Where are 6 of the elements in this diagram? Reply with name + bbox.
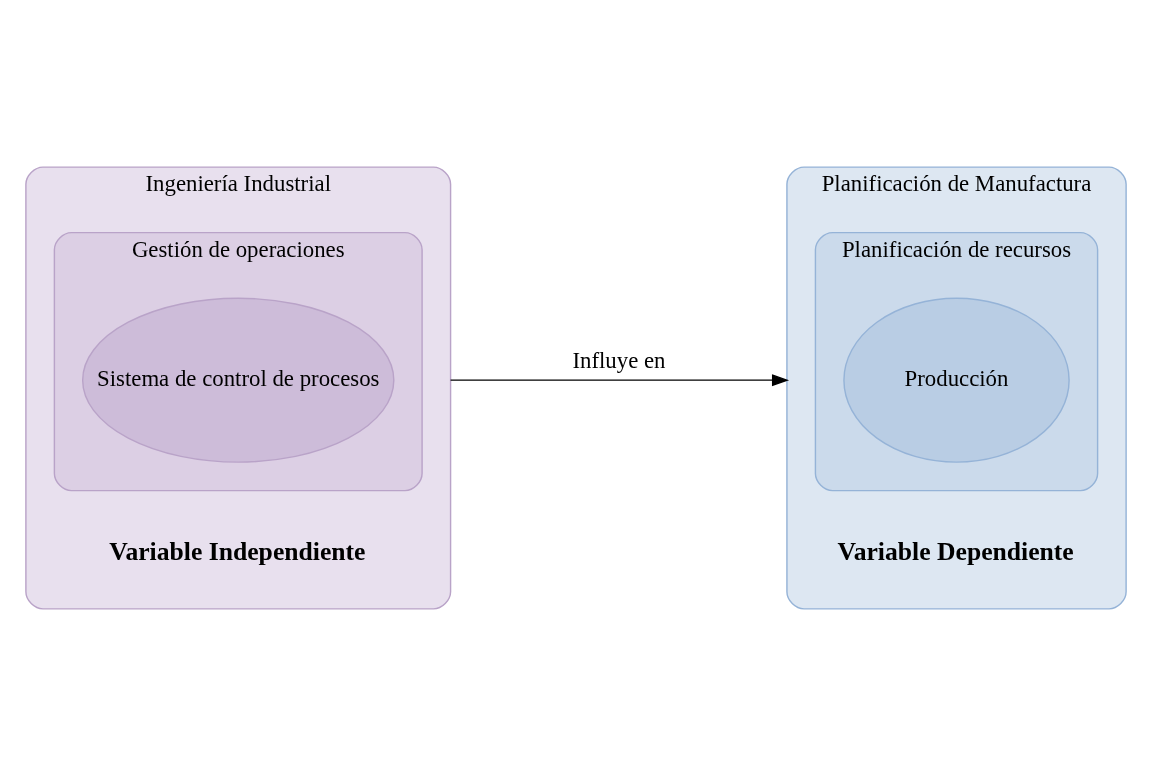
edge-label: Influye en (572, 347, 666, 373)
node-ellipse: Producción (843, 297, 1070, 463)
arrow (449, 373, 790, 386)
node-label: Variable Dependiente (837, 536, 1074, 566)
node-label: Variable Independiente (109, 536, 366, 566)
node-ellipse: Sistema de control de procesos (81, 297, 395, 463)
